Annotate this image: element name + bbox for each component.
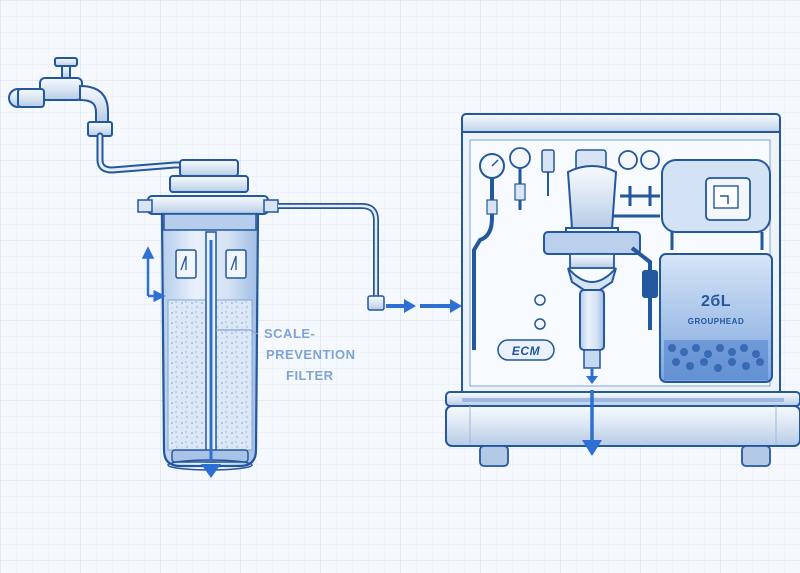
label-leader [216,329,259,335]
pressure-gauge-icon [618,150,638,170]
espresso-machine: 2бL GROUPHEAD ECM [445,113,800,467]
pressure-gauge-icon [509,147,531,169]
faucet-icon [8,57,113,137]
filter-label-line-3: FILTER [286,368,334,383]
knob-icon [534,318,546,330]
tank-capacity-label: 2бL [701,293,731,310]
knob-icon [534,294,546,306]
brand-badge [497,339,555,361]
machine-foot [741,445,771,467]
filter-label-line-1: SCALE- [264,326,315,341]
filter-label-line-2: PREVENTION [266,347,356,362]
pressure-gauge-icon [640,150,660,170]
tank-name-label: GROUPHEAD [688,317,745,326]
machine-foot [479,445,509,467]
brand-badge-text: ECM [512,344,541,358]
flow-arrow-icon [201,464,221,478]
pipe-coupling [367,295,385,311]
